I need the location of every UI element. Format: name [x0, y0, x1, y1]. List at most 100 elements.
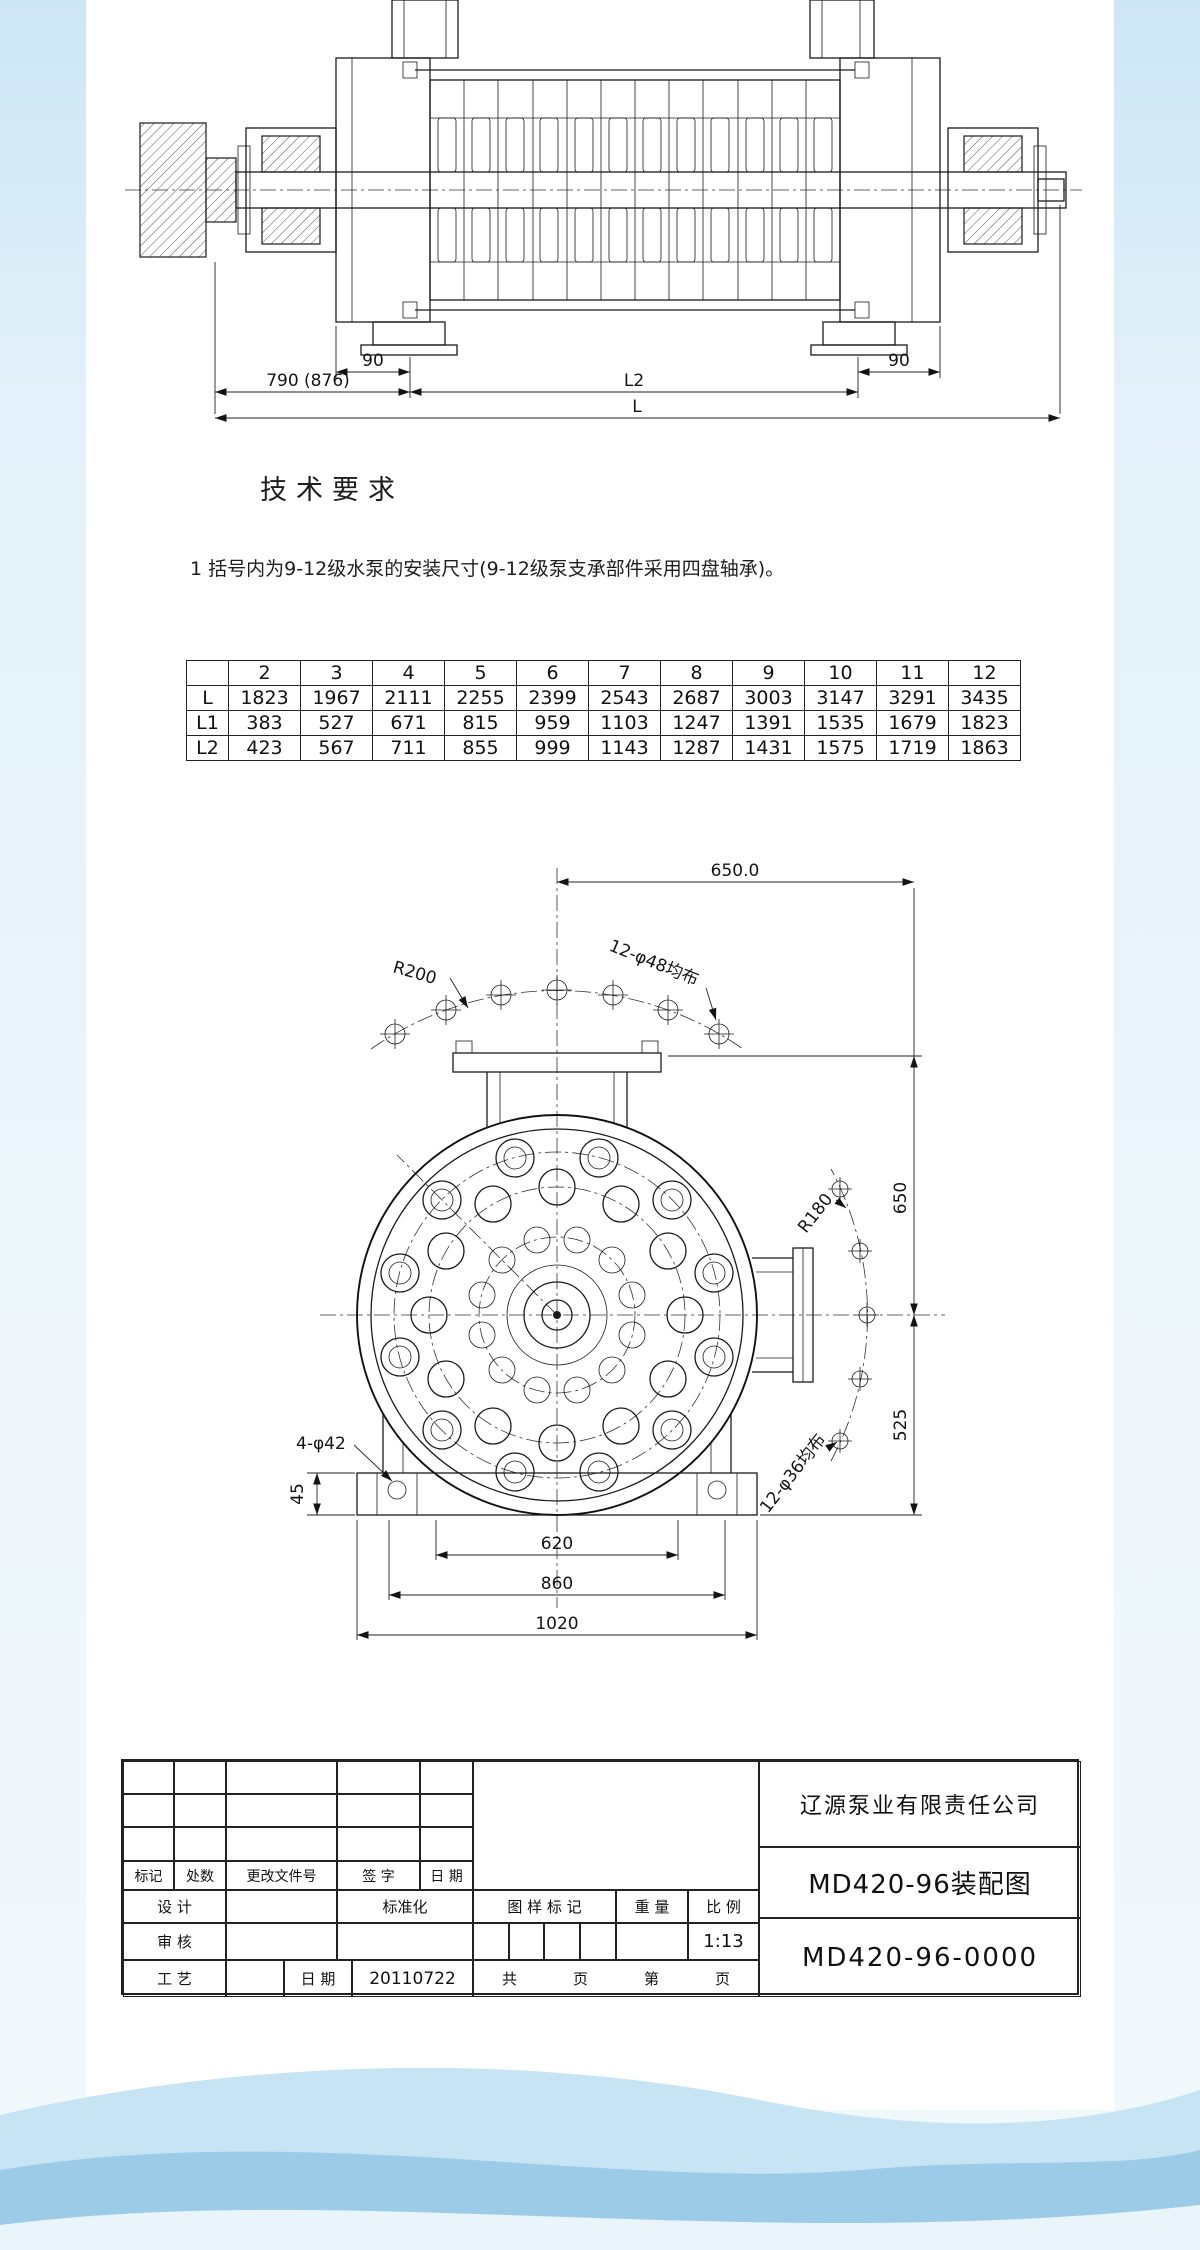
label-bolts-48: 12-φ48均布	[606, 936, 701, 990]
dimension-table: 2 3 4 5 6 7 8 9 10 11 12 L 1823 1967 211…	[186, 660, 1021, 761]
cell: 2687	[660, 685, 733, 711]
mark-cell	[509, 1923, 544, 1960]
label-date-2: 日 期	[284, 1960, 352, 1997]
weight-value-cell	[616, 1923, 688, 1960]
dim-650-right: 650	[891, 1182, 911, 1214]
label-foot-holes: 4-φ42	[296, 1434, 346, 1454]
label-page: 页	[572, 1970, 588, 1988]
discharge-nozzle	[809, 0, 875, 59]
blank-cell	[226, 1960, 284, 1997]
dim-45: 45	[288, 1483, 308, 1505]
cell: 2399	[516, 685, 589, 711]
rev-cell	[226, 1761, 337, 1794]
bearing-housing-right	[947, 127, 1047, 253]
title-block: 标记 处数 更改文件号 签 字 日 期 设 计 标准化 图 样 标 记 重 量 …	[121, 1759, 1081, 1997]
rev-cell	[226, 1794, 337, 1827]
col-header: 10	[804, 660, 877, 686]
label-date: 日 期	[420, 1861, 473, 1890]
pump-feet	[360, 321, 908, 356]
tech-requirements-heading: 技术要求	[260, 475, 404, 506]
label-r180: R180	[794, 1190, 837, 1237]
dim-525: 525	[891, 1409, 911, 1441]
cell: 2543	[588, 685, 661, 711]
dim-650-top: 650.0	[711, 861, 760, 881]
pump-base	[356, 1414, 758, 1516]
dim-l: L	[632, 397, 642, 417]
bearing-housing-left	[237, 127, 337, 253]
table-row: L1 383 527 671 815 959 1103 1247 1391 15…	[186, 710, 1021, 736]
rev-cell	[123, 1827, 174, 1861]
drawing-number: MD420-96-0000	[759, 1918, 1081, 1997]
date-value: 20110722	[352, 1960, 473, 1997]
label-count: 处数	[174, 1861, 226, 1890]
drawing-title: MD420-96装配图	[759, 1847, 1081, 1918]
label-r200: R200	[391, 958, 439, 989]
dim-860: 860	[541, 1574, 573, 1594]
dim-l2: L2	[624, 371, 644, 391]
rev-cell	[420, 1761, 473, 1794]
label-drawing-mark: 图 样 标 记	[473, 1890, 616, 1923]
dim-1020: 1020	[535, 1614, 578, 1634]
label-scale: 比 例	[688, 1890, 759, 1923]
company-name: 辽源泵业有限责任公司	[759, 1761, 1081, 1847]
row-label: L	[186, 685, 229, 711]
rev-cell	[123, 1794, 174, 1827]
dim-790-876: 790 (876)	[266, 371, 350, 391]
cell: 1287	[660, 735, 733, 761]
stage-stack	[429, 79, 841, 301]
cell: 1391	[732, 710, 805, 736]
mark-cell	[473, 1923, 509, 1960]
label-bolts-36: 12-φ36均布	[756, 1430, 830, 1517]
label-change-file-no: 更改文件号	[226, 1861, 337, 1890]
cell: 999	[516, 735, 589, 761]
table-row: L2 423 567 711 855 999 1143 1287 1431 15…	[186, 735, 1021, 761]
rev-cell	[174, 1827, 226, 1861]
dim-620: 620	[541, 1534, 573, 1554]
col-header: 6	[516, 660, 589, 686]
cell: 1863	[948, 735, 1021, 761]
col-header: 12	[948, 660, 1021, 686]
blank-cell	[473, 1761, 759, 1890]
pump-side-view: 90 90 790 (876) L2 L	[125, 0, 1082, 422]
table-row: L 1823 1967 2111 2255 2399 2543 2687 300…	[186, 685, 1021, 711]
cell: 1431	[732, 735, 805, 761]
coupling	[139, 122, 237, 258]
col-header: 9	[732, 660, 805, 686]
label-signature: 签 字	[337, 1861, 420, 1890]
cell: 423	[228, 735, 301, 761]
label-review: 审 核	[123, 1923, 226, 1960]
mark-cell	[544, 1923, 580, 1960]
cell: 711	[372, 735, 445, 761]
col-header: 4	[372, 660, 445, 686]
side-view-dimensions: 90 90 790 (876) L2 L	[214, 205, 1061, 422]
label-no: 第	[643, 1970, 659, 1988]
label-page-2: 页	[714, 1970, 730, 1988]
pump-front-view: 650.0 R200 12-φ48均布 R180 650 525 12-φ36均…	[288, 861, 945, 1640]
side-suction-flange	[752, 1247, 814, 1383]
cell: 3003	[732, 685, 805, 711]
cell: 1823	[228, 685, 301, 711]
cell: 1967	[300, 685, 373, 711]
label-design: 设 计	[123, 1890, 226, 1923]
hub	[506, 1264, 608, 1366]
cell: 855	[444, 735, 517, 761]
cell: 1143	[588, 735, 661, 761]
label-total: 共	[501, 1970, 517, 1988]
cell: 2255	[444, 685, 517, 711]
rev-cell	[174, 1794, 226, 1827]
blank-cell	[226, 1923, 337, 1960]
cell: 527	[300, 710, 373, 736]
rev-cell	[420, 1827, 473, 1861]
rev-cell	[337, 1761, 420, 1794]
cell: 671	[372, 710, 445, 736]
label-process: 工 艺	[123, 1960, 226, 1997]
dim-90-left: 90	[362, 351, 384, 371]
cell: 3435	[948, 685, 1021, 711]
scale-value: 1:13	[688, 1923, 759, 1960]
tech-requirements-note: 1 括号内为9-12级水泵的安装尺寸(9-12级泵支承部件采用四盘轴承)。	[190, 558, 785, 580]
cell: 1679	[876, 710, 949, 736]
label-mark: 标记	[123, 1861, 174, 1890]
row-label: L1	[186, 710, 229, 736]
cell: 3147	[804, 685, 877, 711]
